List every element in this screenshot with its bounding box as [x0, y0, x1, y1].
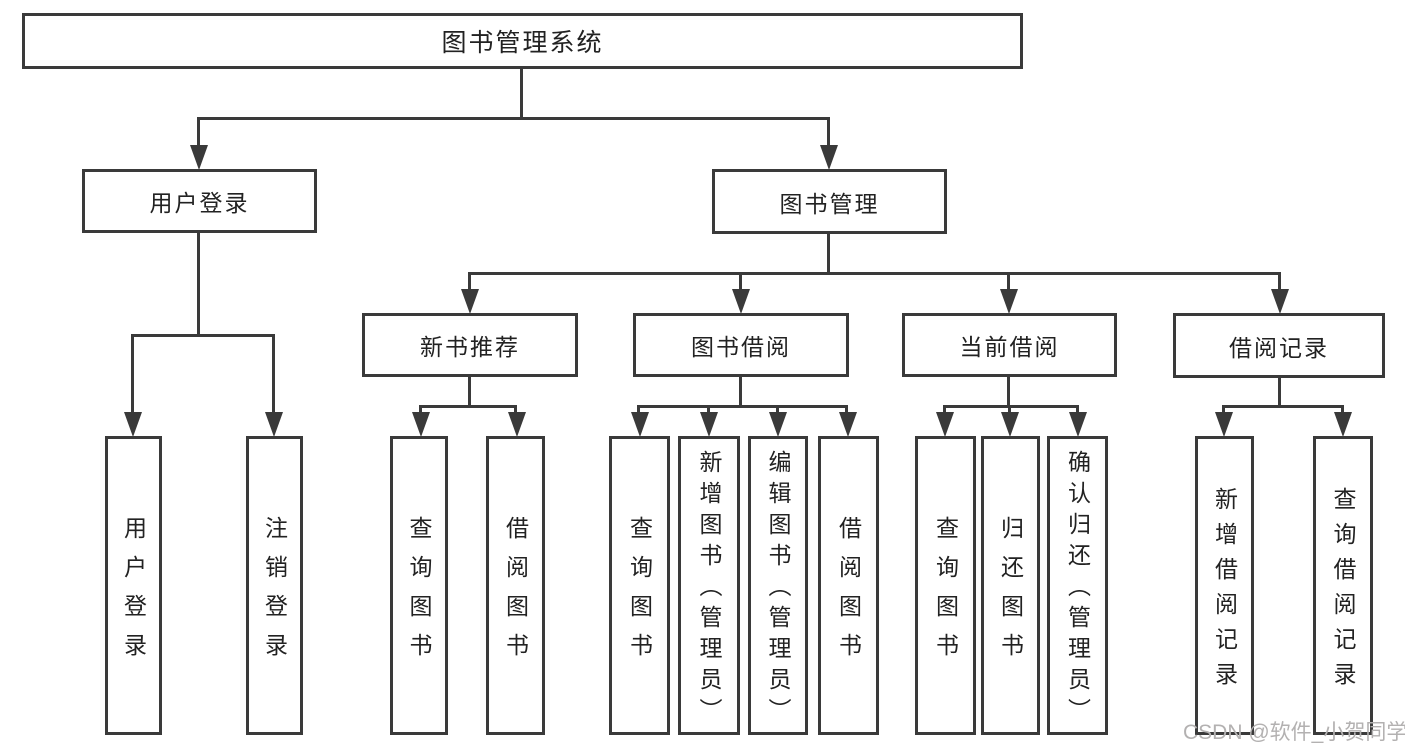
connector-borrowing-records-children	[1222, 405, 1344, 408]
arrowhead-nb-borrow	[508, 412, 526, 437]
arrowhead-new-book	[461, 289, 479, 314]
node-label: 用户登录	[120, 515, 147, 672]
arrowhead-book-borrowing	[732, 289, 750, 314]
connector-level2	[197, 117, 830, 120]
connector-user-login-stem	[197, 233, 200, 337]
node-borrowing-records: 借阅记录	[1173, 313, 1385, 378]
node-label: 确认归还（管理员）	[1064, 450, 1091, 729]
node-leaf-nb-query-books: 查询图书	[390, 436, 448, 735]
connector-current-borrowing-children	[943, 405, 1079, 408]
connector-drop-borrowing-records	[1278, 272, 1281, 292]
connector-drop-book-borrowing	[739, 272, 742, 292]
node-leaf-user-login: 用户登录	[105, 436, 162, 735]
node-leaf-bb-edit-books: 编辑图书（管理员）	[748, 436, 808, 735]
arrowhead-bb-query	[631, 412, 649, 437]
arrowhead-current-borrowing	[1000, 289, 1018, 314]
connector-book-borrowing-children	[637, 405, 848, 408]
connector-drop-leaf-user-login	[131, 334, 134, 413]
connector-drop-new-book	[468, 272, 471, 292]
node-label: 新增图书（管理员）	[696, 450, 722, 729]
node-label: 查询借阅记录	[1330, 486, 1356, 697]
node-label: 图书管理	[779, 190, 880, 217]
node-label: 借阅记录	[1229, 334, 1329, 361]
node-leaf-cb-confirm-return: 确认归还（管理员）	[1047, 436, 1108, 735]
node-label: 查询图书	[626, 515, 653, 672]
arrowhead-user-login	[190, 145, 208, 170]
connector-drop-cb-return	[1008, 405, 1011, 415]
arrowhead-bb-edit	[769, 412, 787, 437]
node-library-management-system: 图书管理系统	[22, 13, 1023, 69]
arrowhead-bb-add	[700, 412, 718, 437]
arrowhead-bb-borrow	[839, 412, 857, 437]
node-leaf-br-add-record: 新增借阅记录	[1195, 436, 1254, 735]
connector-drop-current-borrowing	[1007, 272, 1010, 292]
connector-borrowing-records-stem	[1278, 378, 1281, 408]
node-label: 注销登录	[261, 515, 288, 672]
node-user-login: 用户登录	[82, 169, 317, 233]
node-label: 新书推荐	[420, 334, 520, 360]
connector-drop-nb-borrow	[514, 405, 517, 415]
arrowhead-leaf-user-login	[124, 412, 142, 437]
connector-drop-bb-edit	[776, 405, 779, 415]
node-leaf-br-query-record: 查询借阅记录	[1313, 436, 1373, 735]
node-label: 新增借阅记录	[1211, 486, 1238, 697]
arrowhead-nb-query	[412, 412, 430, 437]
node-leaf-cb-query-books: 查询图书	[915, 436, 976, 735]
connector-root-stem	[520, 69, 523, 119]
connector-drop-book-management	[827, 117, 830, 147]
connector-user-login-children	[131, 334, 275, 337]
node-leaf-nb-borrow-books: 借阅图书	[486, 436, 545, 735]
connector-drop-leaf-logout	[272, 334, 275, 413]
connector-new-book-children	[419, 405, 517, 408]
node-label: 当前借阅	[959, 334, 1060, 360]
connector-drop-br-add	[1222, 405, 1225, 415]
node-leaf-cb-return-books: 归还图书	[981, 436, 1040, 735]
node-label: 借阅图书	[502, 515, 529, 672]
node-leaf-logout: 注销登录	[246, 436, 303, 735]
connector-drop-cb-confirm	[1076, 405, 1079, 415]
node-new-book-recommendation: 新书推荐	[362, 313, 578, 377]
connector-drop-br-query	[1341, 405, 1344, 415]
arrowhead-borrowing-records	[1271, 289, 1289, 314]
arrowhead-br-add	[1215, 412, 1233, 437]
node-label: 用户登录	[149, 190, 250, 216]
node-leaf-bb-add-books: 新增图书（管理员）	[678, 436, 740, 735]
connector-drop-bb-query	[637, 405, 640, 415]
connector-new-book-stem	[468, 377, 471, 408]
connector-drop-user-login	[197, 117, 200, 147]
node-book-borrowing: 图书借阅	[633, 313, 849, 377]
connector-current-borrowing-stem	[1007, 377, 1010, 408]
node-book-management: 图书管理	[712, 169, 947, 234]
node-current-borrowing: 当前借阅	[902, 313, 1117, 377]
arrowhead-br-query	[1334, 412, 1352, 437]
node-label: 图书借阅	[691, 334, 791, 360]
node-label: 归还图书	[997, 515, 1024, 672]
connector-drop-nb-query	[419, 405, 422, 415]
node-label: 查询图书	[406, 515, 432, 672]
connector-drop-bb-add	[707, 405, 710, 415]
connector-level3	[468, 272, 1281, 275]
watermark: CSDN @软件_小贺同学	[1183, 721, 1405, 744]
connector-book-borrowing-stem	[739, 377, 742, 408]
node-leaf-bb-query-books: 查询图书	[609, 436, 670, 735]
node-leaf-bb-borrow-books: 借阅图书	[818, 436, 879, 735]
arrowhead-book-management	[820, 145, 838, 170]
node-label: 图书管理系统	[441, 29, 604, 57]
node-label: 借阅图书	[835, 515, 862, 672]
arrowhead-leaf-logout	[265, 412, 283, 437]
connector-drop-cb-query	[943, 405, 946, 415]
arrowhead-cb-confirm	[1069, 412, 1087, 437]
arrowhead-cb-query	[936, 412, 954, 437]
node-label: 编辑图书（管理员）	[765, 450, 791, 729]
connector-drop-bb-borrow	[845, 405, 848, 415]
connector-book-management-stem	[827, 234, 830, 274]
arrowhead-cb-return	[1001, 412, 1019, 437]
node-label: 查询图书	[932, 515, 959, 672]
